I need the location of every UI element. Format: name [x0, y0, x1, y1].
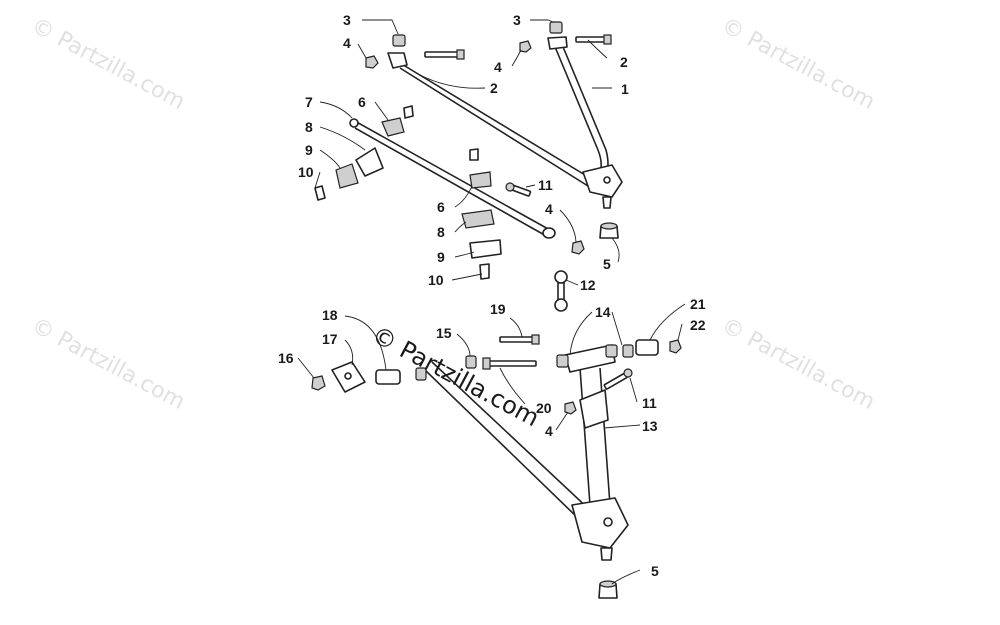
label-4-top-left: 4 [343, 35, 351, 51]
boot-5-lower [598, 580, 618, 599]
bolt-2-top-left [424, 49, 465, 60]
label-8-center: 8 [437, 224, 445, 240]
watermark-top-left: © Partzilla.com [27, 13, 189, 115]
label-9-center: 9 [437, 249, 445, 265]
nut-4-lower [564, 401, 577, 415]
label-2-left: 2 [490, 80, 498, 96]
bolt-19 [499, 334, 540, 345]
watermark-layer: © Partzilla.com © Partzilla.com © Partzi… [27, 13, 879, 415]
label-4-middle: 4 [545, 201, 553, 217]
label-3-left: 3 [343, 12, 351, 28]
pivot-hardware-left [311, 361, 427, 393]
label-5-lower: 5 [651, 563, 659, 579]
stabilizer-link-12 [554, 270, 568, 312]
nut-4-top-left [365, 55, 379, 69]
label-10-center: 10 [428, 272, 444, 288]
lower-a-arm [424, 344, 629, 561]
bushing-3-right [549, 21, 563, 34]
label-2-right: 2 [620, 54, 628, 70]
part-labels: 3 3 4 4 2 2 1 7 6 8 9 10 11 4 6 8 9 10 5… [278, 12, 706, 579]
label-3-right: 3 [513, 12, 521, 28]
bracket-group-center [461, 148, 502, 280]
label-8-upper: 8 [305, 119, 313, 135]
label-12: 12 [580, 277, 596, 293]
label-17: 17 [322, 331, 338, 347]
nut-4-middle [571, 240, 585, 255]
watermark-mid-left: © Partzilla.com [27, 313, 189, 415]
label-19: 19 [490, 301, 506, 317]
label-14: 14 [595, 304, 611, 320]
watermark-mid-right: © Partzilla.com [717, 313, 879, 415]
label-20: 20 [536, 400, 552, 416]
label-4-lower: 4 [545, 423, 553, 439]
bolt-11-upper [505, 182, 532, 197]
label-11-upper: 11 [538, 177, 553, 193]
label-11-lower: 11 [642, 395, 657, 411]
label-16: 16 [278, 350, 294, 366]
bushing-14 [556, 344, 618, 368]
label-21: 21 [690, 296, 706, 312]
label-7: 7 [305, 94, 313, 110]
upper-a-arm [387, 36, 623, 209]
label-18: 18 [322, 307, 338, 323]
watermark-top-right: © Partzilla.com [717, 13, 879, 115]
stabilizer-bar [349, 118, 556, 239]
label-15: 15 [436, 325, 452, 341]
label-9-upper: 9 [305, 142, 313, 158]
leader-lines [297, 19, 686, 585]
nut-4-top-right [519, 40, 532, 53]
label-4-top-right: 4 [494, 59, 502, 75]
boot-5-upper [599, 222, 619, 239]
label-6-center: 6 [437, 199, 445, 215]
label-13: 13 [642, 418, 658, 434]
bolt-20 [482, 357, 537, 370]
bushing-3-left [392, 34, 406, 47]
label-6-upper: 6 [358, 94, 366, 110]
label-1: 1 [621, 81, 629, 97]
bolt-11-lower [603, 368, 633, 390]
label-10-upper: 10 [298, 164, 314, 180]
bracket-group-upper-left [314, 105, 414, 201]
bolt-2-top-right [575, 34, 612, 45]
bushing-15 [465, 355, 477, 369]
label-5-upper: 5 [603, 256, 611, 272]
label-22: 22 [690, 317, 706, 333]
pivot-hardware-right [622, 339, 682, 358]
